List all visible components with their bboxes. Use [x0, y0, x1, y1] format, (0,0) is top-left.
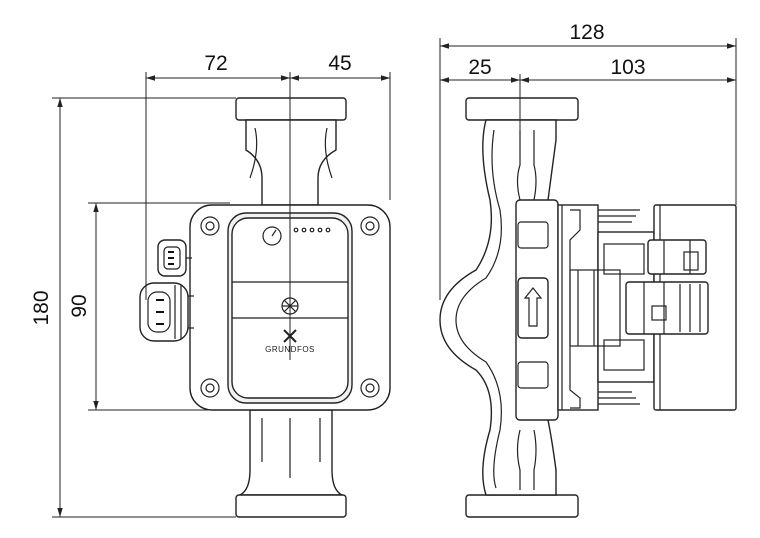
front-view: GRUNDFOS [139, 97, 391, 518]
side-view [439, 97, 737, 518]
front-corner-bolts [200, 216, 380, 398]
side-dimensions: 128 25 103 [439, 21, 737, 300]
front-dimensions: 72 45 180 90 [30, 52, 391, 518]
dim-label-25: 25 [468, 56, 491, 79]
front-top-neck [245, 119, 337, 206]
dim-label-103: 103 [610, 56, 645, 79]
front-small-connector [157, 239, 192, 277]
side-flow-window [517, 277, 549, 339]
dim-label-180: 180 [30, 290, 53, 325]
flow-direction-arrow-icon [523, 287, 543, 327]
side-top-flange [465, 97, 579, 121]
side-connector-plug-lower [625, 281, 709, 335]
dim-label-128: 128 [569, 21, 604, 44]
dim-label-45: 45 [328, 52, 351, 75]
side-terminal-ridges [598, 209, 640, 405]
dim-label-72: 72 [204, 52, 227, 75]
front-large-connector [139, 282, 194, 342]
front-control-button [262, 226, 282, 246]
side-bottom-flange [465, 494, 579, 518]
front-top-flange [235, 97, 347, 121]
side-connector-plug-upper [647, 239, 707, 275]
front-bottom-neck [239, 409, 343, 496]
front-status-leds [293, 227, 331, 233]
dim-label-90: 90 [68, 294, 91, 317]
front-bottom-flange [235, 494, 347, 518]
